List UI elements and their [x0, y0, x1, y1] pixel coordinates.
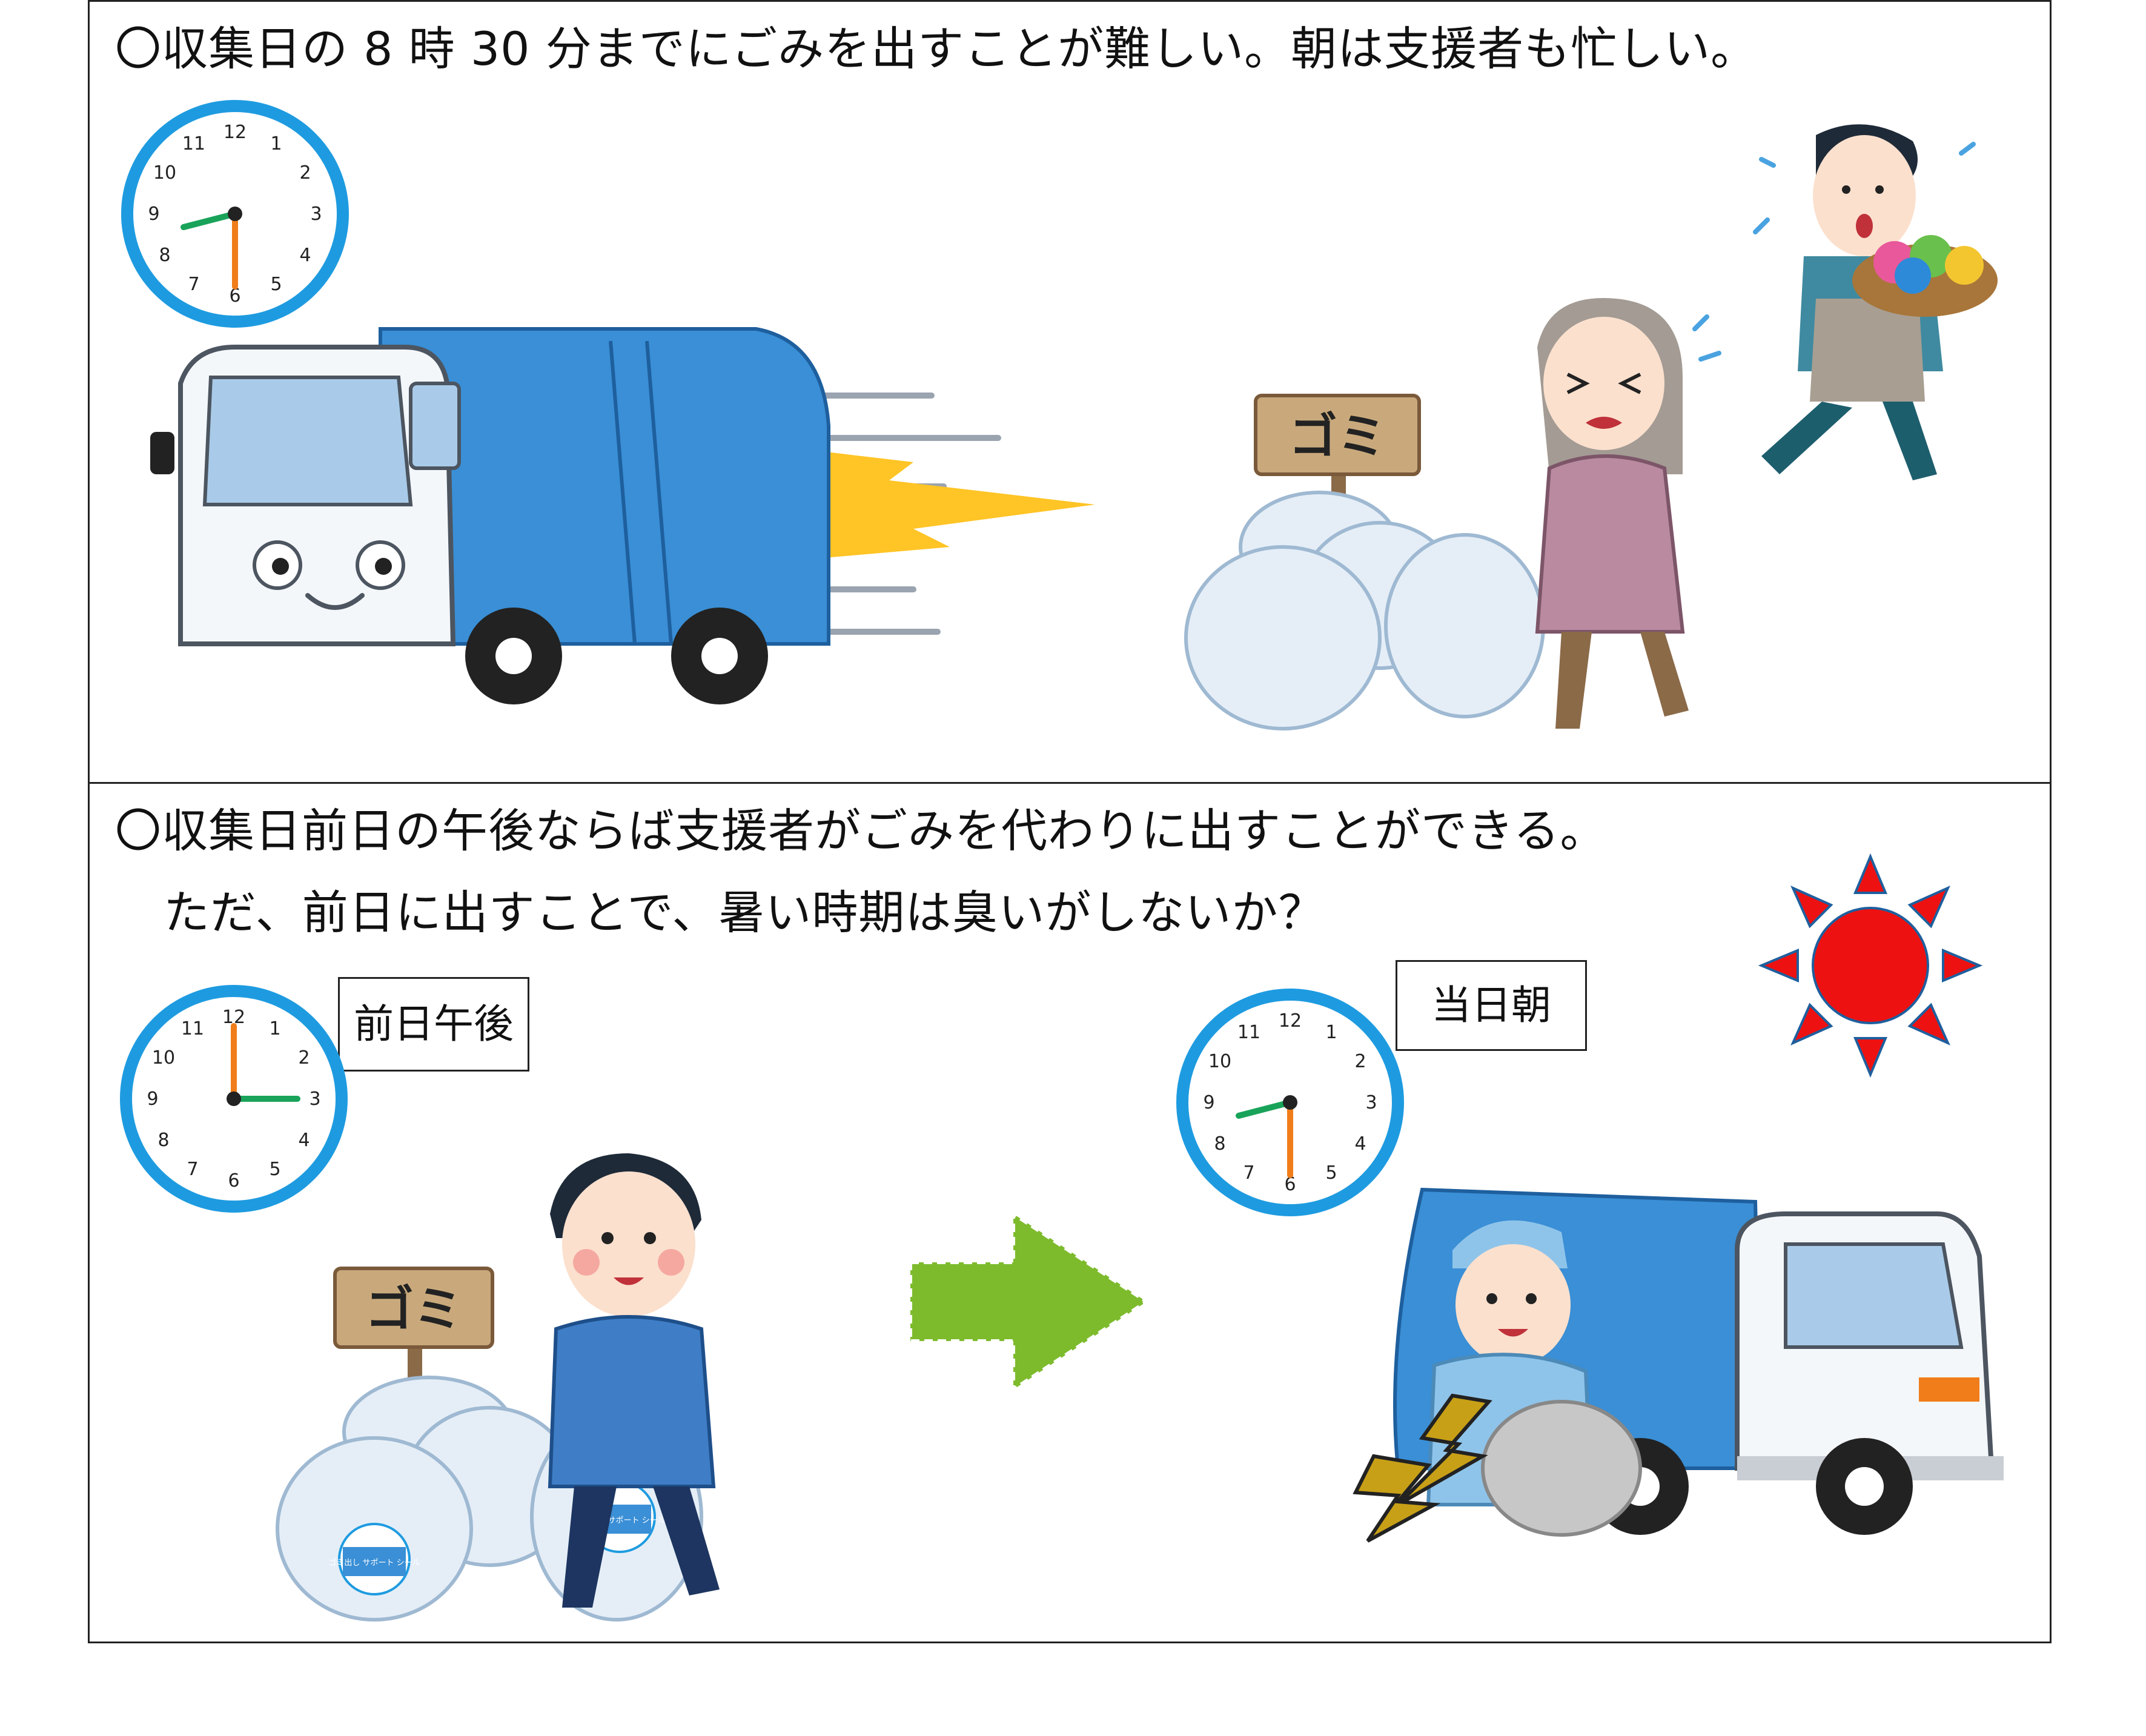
svg-text:4: 4 — [298, 1130, 310, 1151]
svg-text:9: 9 — [147, 1088, 158, 1110]
panel2-caption-line1: 〇収集日前日の午後ならば支援者がごみを代わりに出すことができる。 — [115, 804, 1607, 858]
svg-text:3: 3 — [310, 204, 322, 225]
svg-text:11: 11 — [182, 133, 205, 154]
svg-text:8: 8 — [159, 245, 170, 266]
garbage-sign-icon: ゴミ — [333, 1267, 494, 1414]
garbage-truck-icon — [150, 327, 1095, 704]
svg-text:5: 5 — [1325, 1162, 1337, 1184]
svg-text:2: 2 — [299, 162, 311, 184]
svg-text:3: 3 — [1365, 1092, 1377, 1113]
svg-text:12: 12 — [1279, 1010, 1302, 1032]
panel-morning-difficulty: 〇収集日の 8 時 30 分までにごみを出すことが難しい。朝は支援者も忙しい。 … — [88, 0, 2052, 784]
svg-text:4: 4 — [299, 245, 311, 266]
panel-previous-afternoon: 〇収集日前日の午後ならば支援者がごみを代わりに出すことができる。 ただ、前日に出… — [88, 782, 2052, 1643]
collection-truck-icon — [1353, 1187, 2004, 1543]
svg-text:7: 7 — [187, 1159, 198, 1180]
svg-text:6: 6 — [1284, 1174, 1296, 1195]
svg-text:6: 6 — [228, 1170, 239, 1191]
svg-text:4: 4 — [1354, 1133, 1366, 1155]
svg-text:6: 6 — [229, 285, 240, 306]
svg-text:8: 8 — [1214, 1133, 1225, 1155]
elderly-woman-icon — [1535, 298, 1721, 729]
svg-text:5: 5 — [270, 274, 282, 295]
svg-text:7: 7 — [188, 274, 199, 295]
garbage-bags-with-stickers-icon: ゴミ出し サポート シール ゴミ出し サポート シール — [276, 1376, 703, 1622]
svg-text:11: 11 — [1237, 1022, 1260, 1043]
svg-text:1: 1 — [1325, 1022, 1337, 1043]
panel2-caption-line2: ただ、前日に出すことで、暑い時期は臭いがしないか？ — [164, 886, 1325, 939]
busy-helper-icon — [1753, 124, 1998, 480]
helper-man-icon — [548, 1153, 720, 1608]
svg-text:12: 12 — [224, 122, 247, 143]
clock-icon: 12 1 2 3 4 5 6 7 8 9 10 11 — [120, 985, 348, 1213]
label-same-morning: 当日朝 — [1396, 960, 1587, 1051]
svg-text:ゴミ: ゴミ — [365, 1281, 462, 1337]
svg-text:10: 10 — [153, 162, 176, 184]
svg-text:1: 1 — [270, 133, 282, 154]
svg-text:10: 10 — [152, 1047, 175, 1068]
svg-text:11: 11 — [181, 1018, 204, 1039]
svg-text:5: 5 — [269, 1159, 280, 1180]
svg-text:1: 1 — [269, 1018, 280, 1039]
sun-icon — [1758, 853, 1983, 1078]
svg-text:ゴミ: ゴミ — [1289, 408, 1386, 465]
svg-text:ゴミ出し サポート シール: ゴミ出し サポート シール — [328, 1558, 420, 1568]
svg-text:8: 8 — [157, 1130, 169, 1151]
label-previous-afternoon: 前日午後 — [338, 977, 529, 1072]
svg-text:10: 10 — [1208, 1051, 1231, 1072]
panel1-caption: 〇収集日の 8 時 30 分までにごみを出すことが難しい。朝は支援者も忙しい。 — [115, 22, 1758, 76]
svg-text:2: 2 — [1354, 1051, 1366, 1072]
svg-text:9: 9 — [148, 204, 159, 225]
arrow-right-icon — [909, 1210, 1150, 1393]
svg-text:7: 7 — [1243, 1162, 1254, 1184]
svg-text:9: 9 — [1203, 1092, 1214, 1113]
svg-text:3: 3 — [309, 1088, 320, 1110]
clock-icon: 12 1 2 3 4 5 6 7 8 9 10 11 — [121, 100, 349, 328]
svg-text:2: 2 — [298, 1047, 310, 1068]
garbage-bags-icon — [1184, 491, 1545, 731]
clock-icon: 12 1 2 3 4 5 6 7 8 9 10 11 — [1176, 989, 1404, 1216]
